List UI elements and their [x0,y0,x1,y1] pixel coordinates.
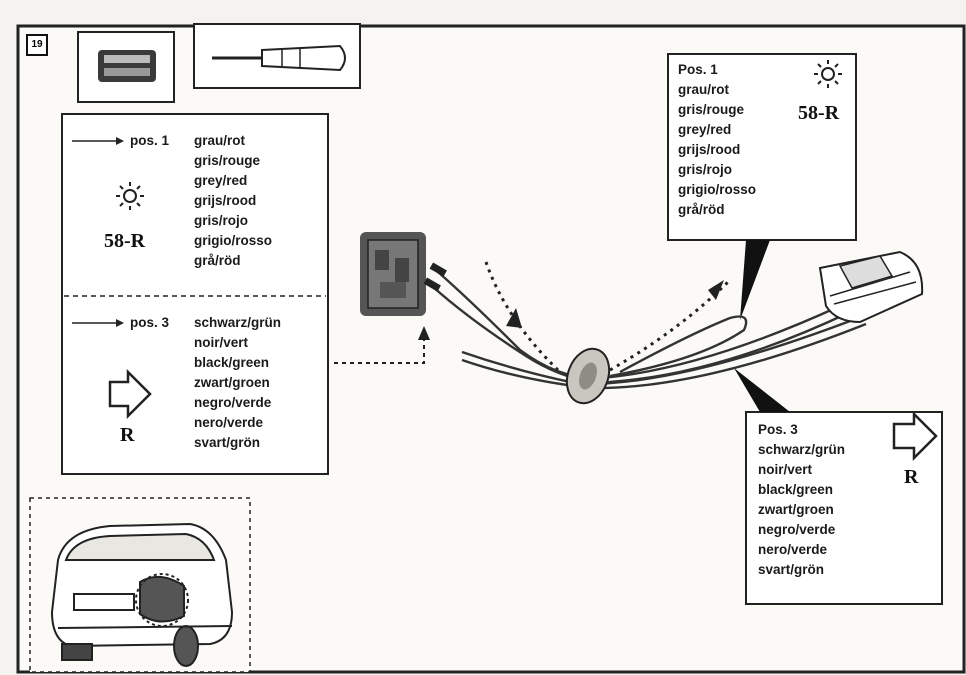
outline-arrow-right-icon [892,410,938,462]
color-item: svart/grön [758,562,825,577]
pos1-color-list: grau/rot gris/rouge grey/red grijs/rood … [194,131,272,271]
screwdriver-icon [193,23,361,89]
color-item: grijs/rood [678,142,741,157]
pos1-label: pos. 1 [130,133,170,148]
route-arrow-right [708,280,724,300]
pos3-title: Pos. 3 [758,422,798,437]
color-item: nero/verde [758,542,828,557]
route-arrow-up [418,326,430,340]
pos1-right-color-list: grau/rot gris/rouge grey/red grijs/rood … [678,80,756,220]
connector-plug [818,250,924,324]
color-item: negro/verde [758,522,836,537]
route-dotted-right [609,278,732,372]
step-number: 19 [26,34,48,56]
color-item: grå/röd [678,202,725,217]
route-dashed-line [334,336,425,364]
color-item: schwarz/grün [194,315,282,330]
color-item: gris/rojo [194,213,249,228]
color-item: noir/vert [194,335,249,350]
lamp-socket [360,232,426,316]
pos1-right-code: 58-R [798,102,840,124]
pos3-callout-pointer [734,368,790,412]
pos3-label: pos. 3 [130,315,170,330]
lamp-icon [814,60,842,88]
color-item: svart/grön [194,435,261,450]
lamp-icon [116,182,144,210]
color-item: grå/röd [194,253,241,268]
color-item: grey/red [194,173,248,188]
color-item: gris/rouge [678,102,745,117]
color-item: grau/rot [194,133,246,148]
pos3-color-list: schwarz/grün noir/vert black/green zwart… [194,313,281,453]
color-item: grijs/rood [194,193,257,208]
pos1-callout-pointer [740,240,770,320]
color-item: grey/red [678,122,732,137]
color-item: black/green [194,355,270,370]
color-item: grau/rot [678,82,730,97]
color-item: grigio/rosso [678,182,757,197]
car-rear-illustration [50,522,234,667]
color-item: zwart/groen [758,502,834,517]
pos1-code: 58-R [104,230,146,252]
outline-arrow-right-icon [108,368,152,420]
color-item: zwart/groen [194,375,270,390]
color-item: nero/verde [194,415,264,430]
color-item: black/green [758,482,834,497]
pos1-title: Pos. 1 [678,62,718,77]
color-item: gris/rojo [678,162,733,177]
color-item: noir/vert [758,462,813,477]
pos3-right-code: R [904,466,919,488]
pos1-arrow [72,137,124,145]
color-item: negro/verde [194,395,272,410]
color-item: grigio/rosso [194,233,273,248]
pos3-arrow [72,319,124,327]
pos3-code: R [120,424,135,446]
top-right-info-box [667,53,857,241]
pos3-right-color-list: schwarz/grün noir/vert black/green zwart… [758,440,845,580]
wire-terminals [423,262,447,292]
color-item: gris/rouge [194,153,261,168]
connector-tool-icon [77,31,175,103]
color-item: schwarz/grün [758,442,846,457]
route-arrow-left [506,308,522,328]
left-info-box [61,113,329,475]
